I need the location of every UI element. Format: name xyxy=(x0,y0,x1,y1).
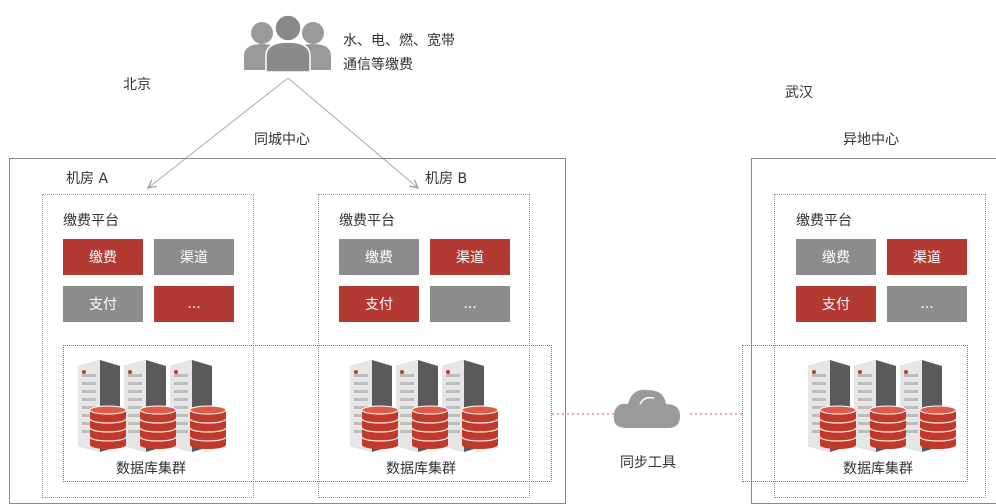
cluster-label-c: 数据库集群 xyxy=(843,461,913,477)
database-icon xyxy=(461,405,499,449)
room-a-label: 机房 A xyxy=(66,171,109,187)
room-b xyxy=(318,194,530,498)
database-icon xyxy=(869,405,907,449)
module-payment: 支付 xyxy=(63,286,143,322)
database-icon xyxy=(139,405,177,449)
module-payment: 支付 xyxy=(339,286,419,322)
room-b-label: 机房 B xyxy=(425,171,468,187)
city-beijing: 北京 xyxy=(123,77,151,93)
module-more: ... xyxy=(154,286,234,322)
platform-a-title: 缴费平台 xyxy=(63,213,119,229)
db-cluster-b xyxy=(350,360,499,452)
cluster-box-beijing xyxy=(63,345,552,482)
cluster-box-wuhan xyxy=(742,345,968,482)
cluster-label-b: 数据库集群 xyxy=(386,461,456,477)
cluster-label-a: 数据库集群 xyxy=(116,461,186,477)
database-icon xyxy=(361,405,399,449)
sync-tool-label: 同步工具 xyxy=(620,455,676,471)
db-cluster-a xyxy=(78,360,227,452)
database-icon xyxy=(89,405,127,449)
module-channel: 渠道 xyxy=(154,239,234,275)
city-wuhan: 武汉 xyxy=(785,85,813,101)
module-pay-fee: 缴费 xyxy=(63,239,143,275)
database-icon xyxy=(819,405,857,449)
database-icon xyxy=(189,405,227,449)
platform-c-title: 缴费平台 xyxy=(796,213,852,229)
center-remote: 异地中心 xyxy=(843,132,899,148)
users-icon xyxy=(244,14,331,73)
db-cluster-c xyxy=(808,360,957,452)
module-pay-fee: 缴费 xyxy=(339,239,419,275)
database-icon xyxy=(919,405,957,449)
module-more: ... xyxy=(887,286,967,322)
module-pay-fee: 缴费 xyxy=(796,239,876,275)
module-payment: 支付 xyxy=(796,286,876,322)
room-a xyxy=(42,194,254,498)
arrow-to-room-a xyxy=(148,77,289,188)
module-more: ... xyxy=(430,286,510,322)
platform-b-title: 缴费平台 xyxy=(339,213,395,229)
room-c xyxy=(774,194,986,498)
users-line-1: 水、电、燃、宽带 xyxy=(343,33,455,49)
arrow-to-room-b xyxy=(287,77,418,188)
cloud-icon xyxy=(613,389,680,428)
module-channel: 渠道 xyxy=(430,239,510,275)
users-line-2: 通信等缴费 xyxy=(343,57,413,73)
module-channel: 渠道 xyxy=(887,239,967,275)
database-icon xyxy=(411,405,449,449)
center-same-city: 同城中心 xyxy=(254,132,310,148)
